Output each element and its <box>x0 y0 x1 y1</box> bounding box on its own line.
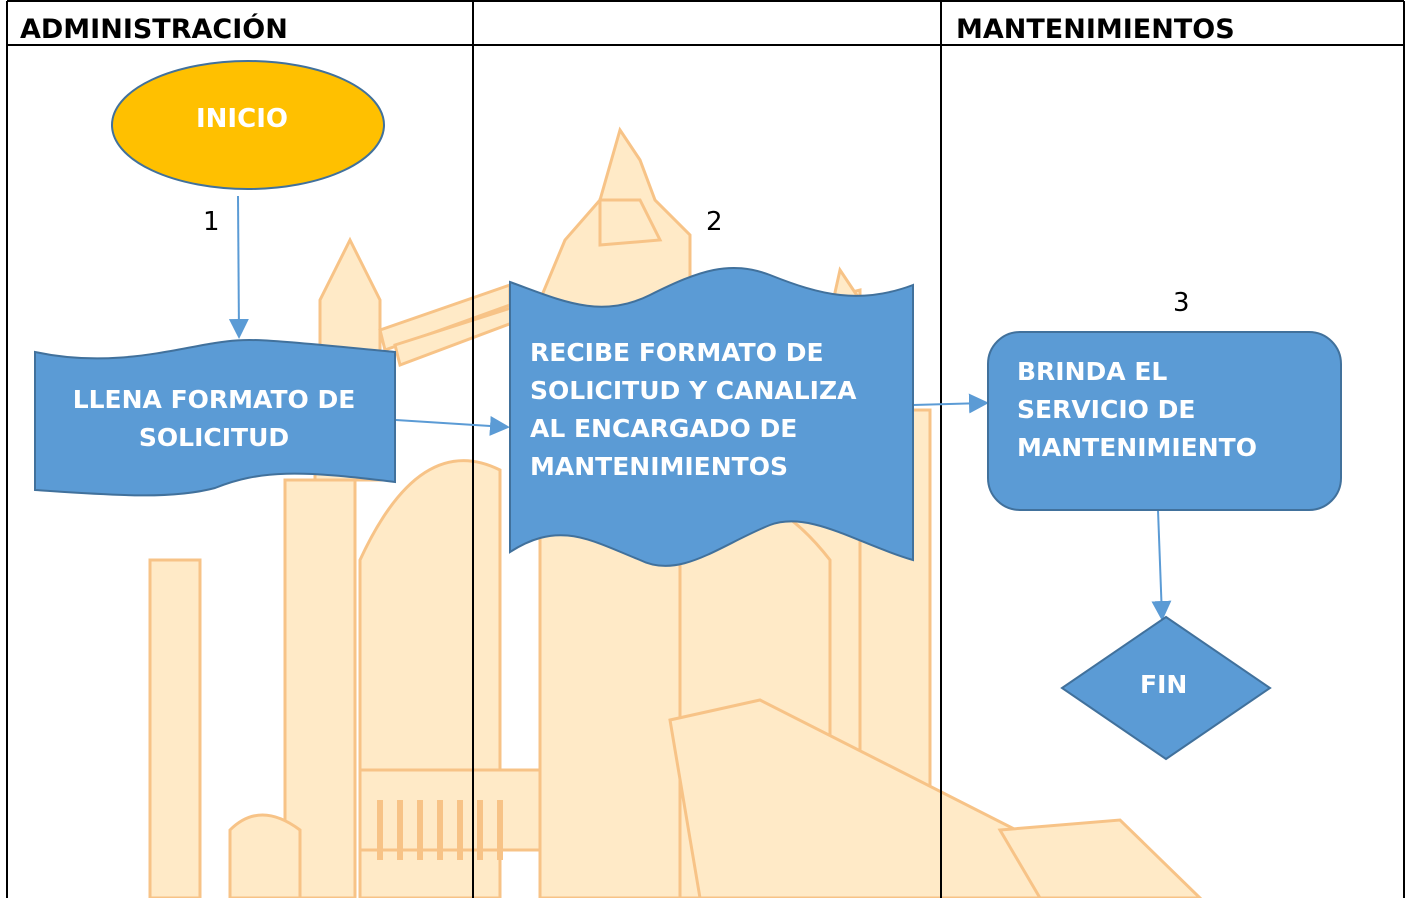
lane-header-mantenimientos: MANTENIMIENTOS <box>956 14 1235 45</box>
arrow-start-to-step1 <box>228 195 249 339</box>
step2-number: 2 <box>706 207 723 237</box>
end-decision-shape <box>1060 615 1272 761</box>
arrow-step1-to-step2 <box>395 416 510 436</box>
step1-document-shape <box>34 339 396 497</box>
lane-header-administracion: ADMINISTRACIÓN <box>20 14 288 45</box>
arrow-step2-to-step3 <box>912 393 989 414</box>
step3-label: BRINDA EL SERVICIO DE MANTENIMIENTO <box>1017 357 1257 462</box>
end-label: FIN <box>1140 670 1188 699</box>
lane-grid <box>6 0 1405 898</box>
start-label: INICIO <box>196 104 288 134</box>
step2-document-shape <box>509 266 914 567</box>
arrow-step3-to-end <box>1151 509 1172 621</box>
step3-process-shape <box>987 331 1342 511</box>
step3-number: 3 <box>1173 288 1190 318</box>
start-terminator <box>111 60 385 190</box>
lane-header-middle <box>476 4 494 44</box>
step2-label: RECIBE FORMATO DE SOLICITUD Y CANALIZA A… <box>530 338 857 481</box>
flow-arrows <box>228 195 1172 621</box>
step1-label: LLENA FORMATO DE SOLICITUD <box>72 385 356 452</box>
step1-number: 1 <box>203 207 220 237</box>
